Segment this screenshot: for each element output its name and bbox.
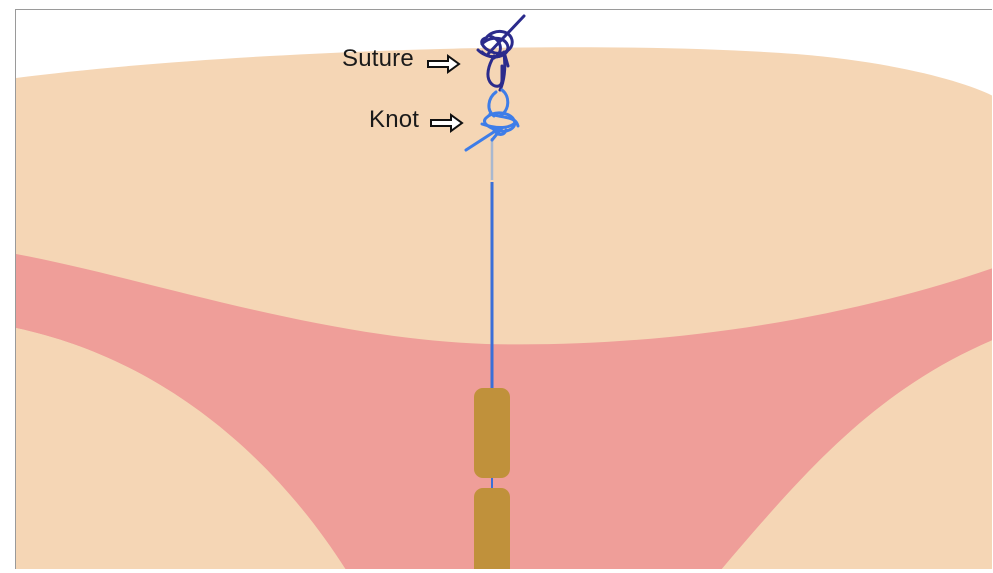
diagram-canvas <box>16 10 992 569</box>
knot-label: Knot <box>369 108 419 132</box>
catheter-segment-lower <box>474 488 510 569</box>
diagram-frame: Suture Knot <box>15 9 992 569</box>
suture-label: Suture <box>342 47 414 71</box>
catheter-segment-upper <box>474 388 510 478</box>
